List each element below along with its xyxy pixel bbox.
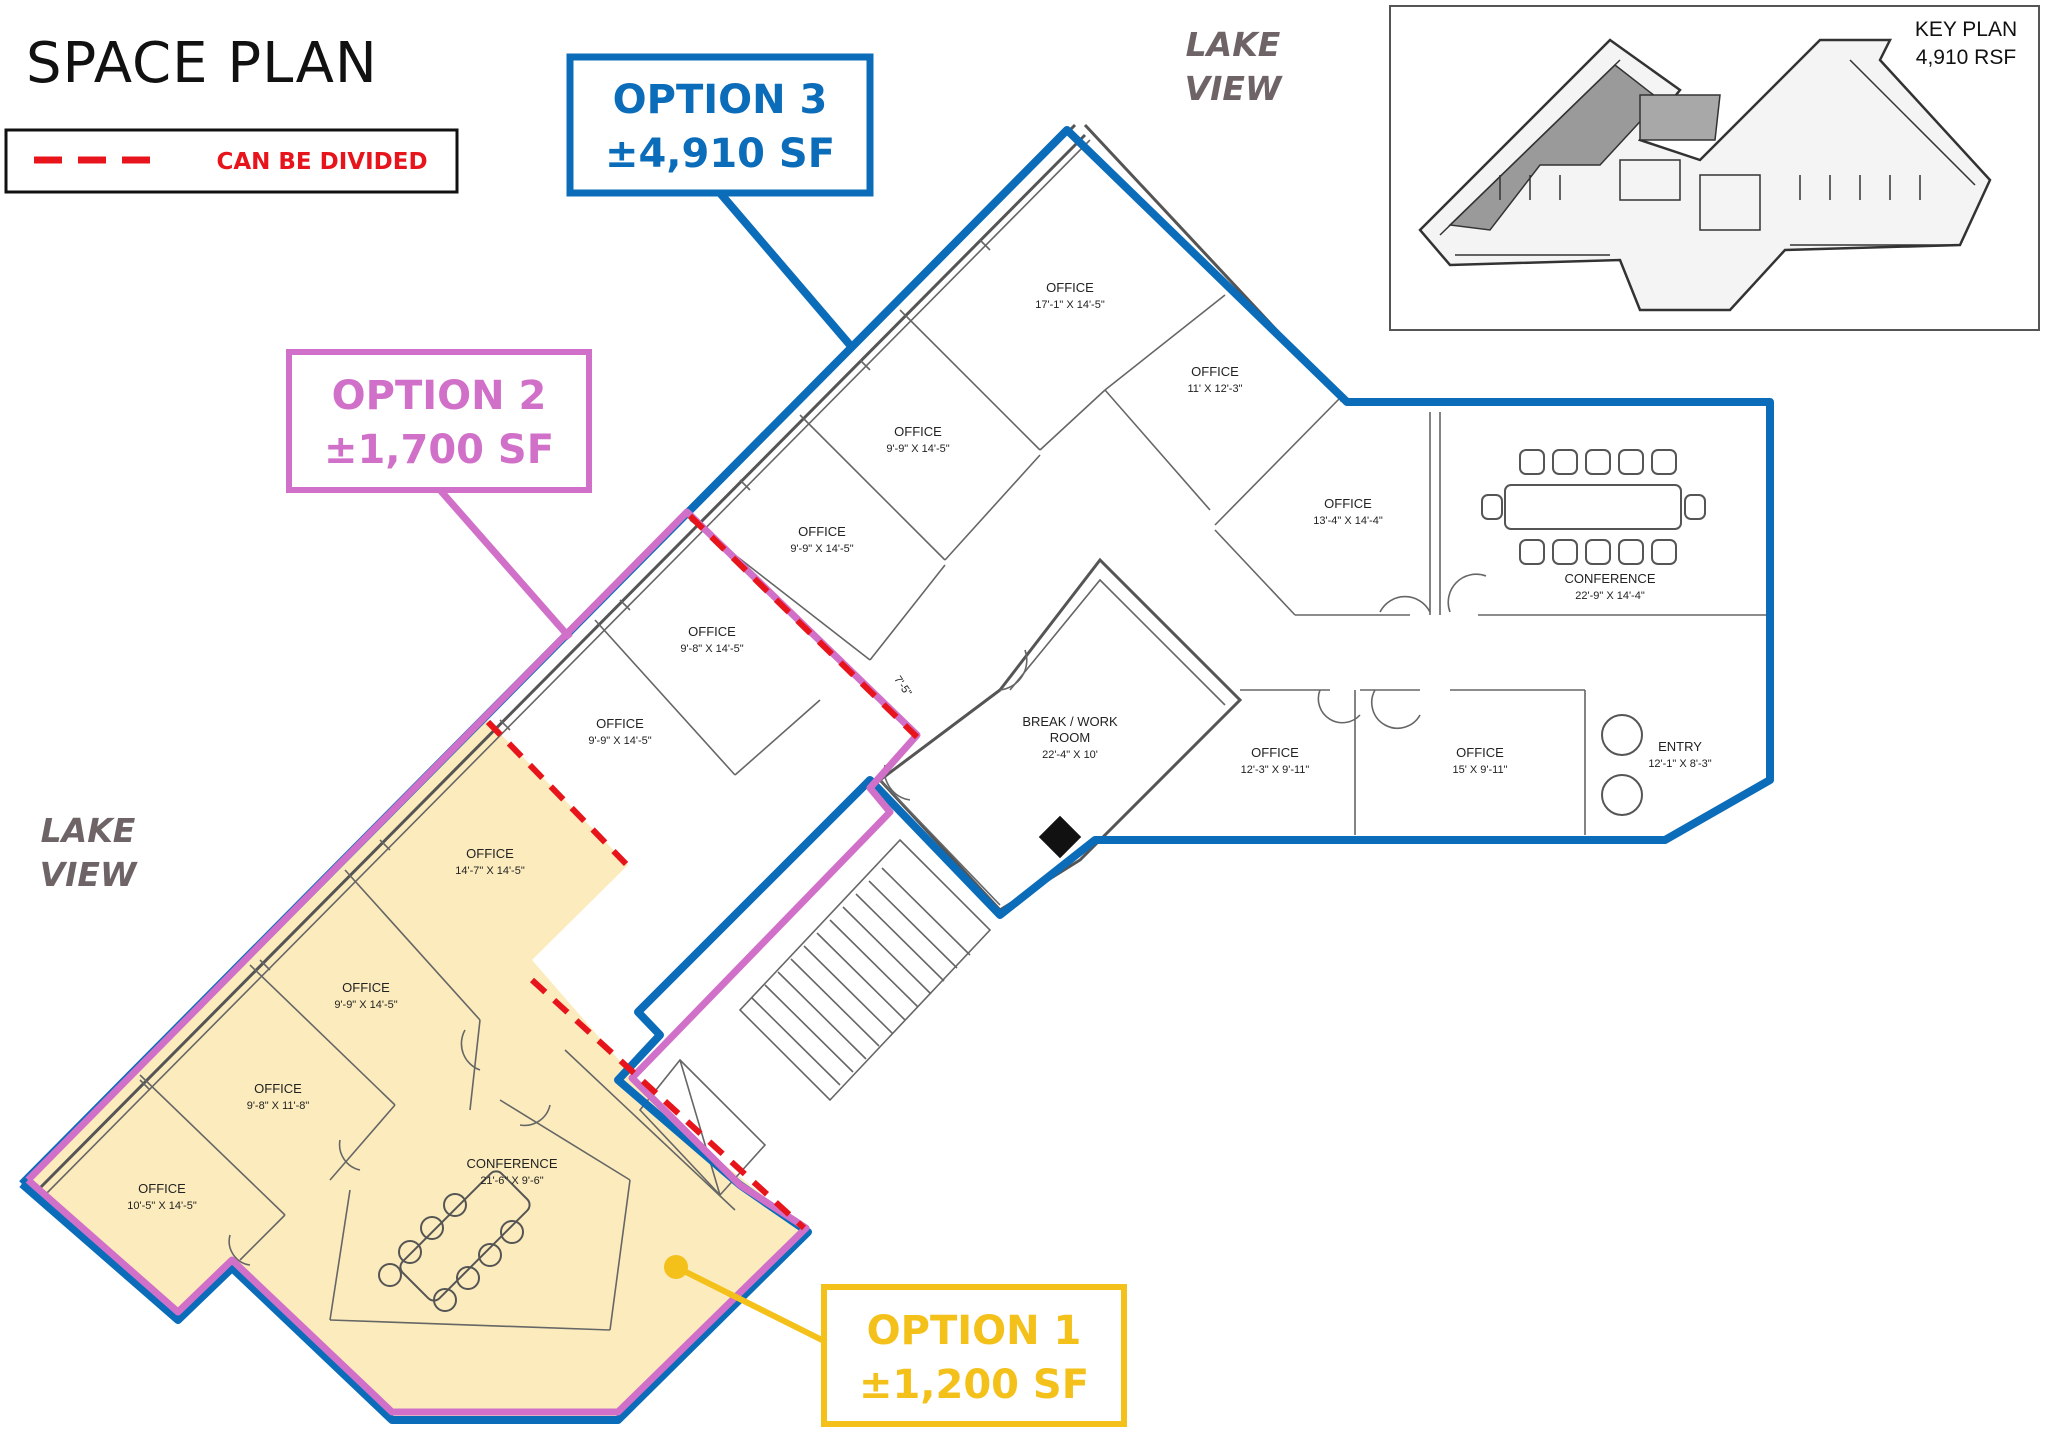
corridor-dimension: 7'-5": [891, 674, 913, 699]
option1-callout: OPTION 1 ±1,200 SF: [664, 1255, 1127, 1427]
svg-text:12'-1" X 8'-3": 12'-1" X 8'-3": [1648, 758, 1711, 770]
conference-table-2: [1481, 449, 1706, 565]
svg-text:LAKE: LAKE: [41, 811, 136, 850]
key-plan-title: KEY PLAN: [1915, 18, 2017, 41]
room-office-13-4: OFFICE: [1324, 496, 1372, 511]
room-conference-22: CONFERENCE: [1564, 571, 1655, 586]
room-office-9-9d: OFFICE: [342, 980, 390, 995]
svg-text:22'-9" X 14'-4": 22'-9" X 14'-4": [1575, 590, 1645, 602]
lake-view-top: LAKE VIEW: [1185, 25, 1283, 108]
svg-text:9'-9" X 14'-5": 9'-9" X 14'-5": [334, 999, 397, 1011]
room-office-11: OFFICE: [1191, 364, 1239, 379]
room-office-12-3: OFFICE: [1251, 745, 1299, 760]
entry-chairs: [1601, 714, 1643, 816]
key-plan-drawing: [1418, 38, 1992, 312]
divider-lines: [485, 513, 920, 1231]
page-title: SPACE PLAN: [26, 31, 378, 96]
key-plan-area: 4,910 RSF: [1916, 46, 2016, 69]
room-entry: ENTRY: [1658, 739, 1702, 754]
svg-text:VIEW: VIEW: [1185, 69, 1283, 108]
room-office-10-5: OFFICE: [138, 1181, 186, 1196]
room-break: BREAK / WORK: [1022, 714, 1118, 729]
room-office-9-9a: OFFICE: [894, 424, 942, 439]
option1-area: ±1,200 SF: [859, 1362, 1089, 1408]
room-office-9-9b: OFFICE: [798, 524, 846, 539]
lake-view-left: LAKE VIEW: [40, 811, 138, 894]
option3-boundary: [19, 126, 1774, 1424]
option2-name: OPTION 2: [332, 373, 547, 419]
legend: CAN BE DIVIDED: [4, 128, 459, 194]
option3-area: ±4,910 SF: [605, 131, 835, 177]
svg-text:9'-8" X 14'-5": 9'-8" X 14'-5": [680, 643, 743, 655]
svg-text:12'-3" X 9'-11": 12'-3" X 9'-11": [1241, 764, 1310, 776]
svg-text:22'-4" X 10': 22'-4" X 10': [1042, 749, 1098, 761]
svg-text:9'-9" X 14'-5": 9'-9" X 14'-5": [588, 735, 651, 747]
svg-text:LAKE: LAKE: [1186, 25, 1281, 64]
svg-text:21'-6" X 9'-6": 21'-6" X 9'-6": [480, 1175, 543, 1187]
svg-text:13'-4" X 14'-4": 13'-4" X 14'-4": [1313, 515, 1383, 527]
key-plan: KEY PLAN 4,910 RSF: [1389, 5, 2040, 331]
option1-name: OPTION 1: [867, 1308, 1082, 1354]
room-office-9-9c: OFFICE: [596, 716, 644, 731]
option3-name: OPTION 3: [613, 77, 828, 123]
svg-text:9'-9" X 14'-5": 9'-9" X 14'-5": [790, 543, 853, 555]
legend-label: CAN BE DIVIDED: [216, 149, 427, 175]
option2-callout: OPTION 2 ±1,700 SF: [286, 349, 592, 641]
room-office-9-8: OFFICE: [688, 624, 736, 639]
room-office-17-1: OFFICE: [1046, 280, 1094, 295]
svg-text:10'-5" X 14'-5": 10'-5" X 14'-5": [127, 1200, 197, 1212]
option2-area: ±1,700 SF: [324, 427, 554, 473]
svg-text:VIEW: VIEW: [40, 855, 138, 894]
room-office-14-7: OFFICE: [466, 846, 514, 861]
svg-text:17'-1" X 14'-5": 17'-1" X 14'-5": [1035, 299, 1105, 311]
svg-text:15' X 9'-11": 15' X 9'-11": [1453, 764, 1508, 776]
svg-text:14'-7" X 14'-5": 14'-7" X 14'-5": [455, 865, 525, 877]
room-office-9-8b: OFFICE: [254, 1081, 302, 1096]
svg-text:9'-8" X 11'-8": 9'-8" X 11'-8": [247, 1100, 310, 1112]
conference-table-1: [378, 1170, 531, 1312]
room-office-15: OFFICE: [1456, 745, 1504, 760]
room-labels: OFFICE 17'-1" X 14'-5" OFFICE 11' X 12'-…: [127, 280, 1712, 1212]
svg-text:11' X 12'-3": 11' X 12'-3": [1188, 383, 1243, 395]
svg-text:ROOM: ROOM: [1050, 730, 1090, 745]
svg-text:9'-9" X 14'-5": 9'-9" X 14'-5": [886, 443, 949, 455]
option1-area: [28, 719, 807, 1417]
option3-callout: OPTION 3 ±4,910 SF: [566, 53, 874, 348]
room-conference-21: CONFERENCE: [466, 1156, 557, 1171]
